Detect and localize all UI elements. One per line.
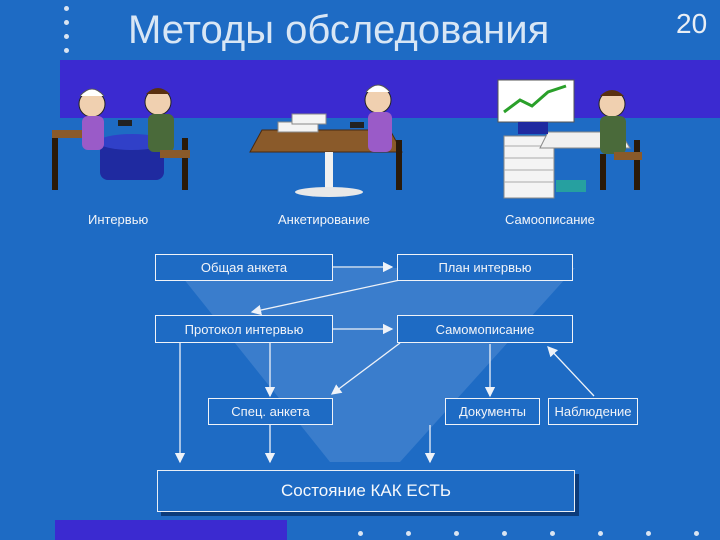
self-description-illustration <box>497 79 642 199</box>
observation-label: Наблюдение <box>554 404 632 419</box>
arrow-self-to-special <box>330 342 401 395</box>
arrow-plan-to-protocol <box>250 279 401 316</box>
self-description-box-label: Самомописание <box>435 321 535 337</box>
as-is-state-label: Состояние КАК ЕСТЬ <box>280 481 451 500</box>
method-questionnaire-label: Анкетирование <box>278 212 370 227</box>
decorative-dots-bottom <box>0 528 720 538</box>
special-questionnaire-label: Спец. анкета <box>231 404 310 419</box>
page-number: 20 <box>676 8 708 39</box>
as-is-state-box: Состояние КАК ЕСТЬ <box>157 470 575 512</box>
documents-label: Документы <box>458 404 526 419</box>
decorative-dots-left <box>62 6 70 54</box>
method-self-description-label: Самоописание <box>505 212 595 227</box>
method-interview-label: Интервью <box>88 212 149 227</box>
slide-title: Методы обследования <box>128 8 550 52</box>
special-questionnaire-box: Спец. анкета <box>208 398 333 425</box>
general-questionnaire-box: Общая анкета <box>155 254 333 281</box>
interview-illustration <box>52 88 190 190</box>
interview-plan-label: План интервью <box>438 260 532 275</box>
footer-band <box>55 520 287 540</box>
general-questionnaire-label: Общая анкета <box>200 260 288 275</box>
interview-protocol-box: Протокол интервью <box>155 315 333 343</box>
interview-protocol-label: Протокол интервью <box>184 321 304 337</box>
arrow-observation-to-self <box>547 346 595 397</box>
documents-box: Документы <box>445 398 540 425</box>
questionnaire-illustration <box>249 84 403 197</box>
interview-plan-box: План интервью <box>397 254 573 281</box>
self-description-box: Самомописание <box>397 315 573 343</box>
observation-box: Наблюдение <box>548 398 638 425</box>
